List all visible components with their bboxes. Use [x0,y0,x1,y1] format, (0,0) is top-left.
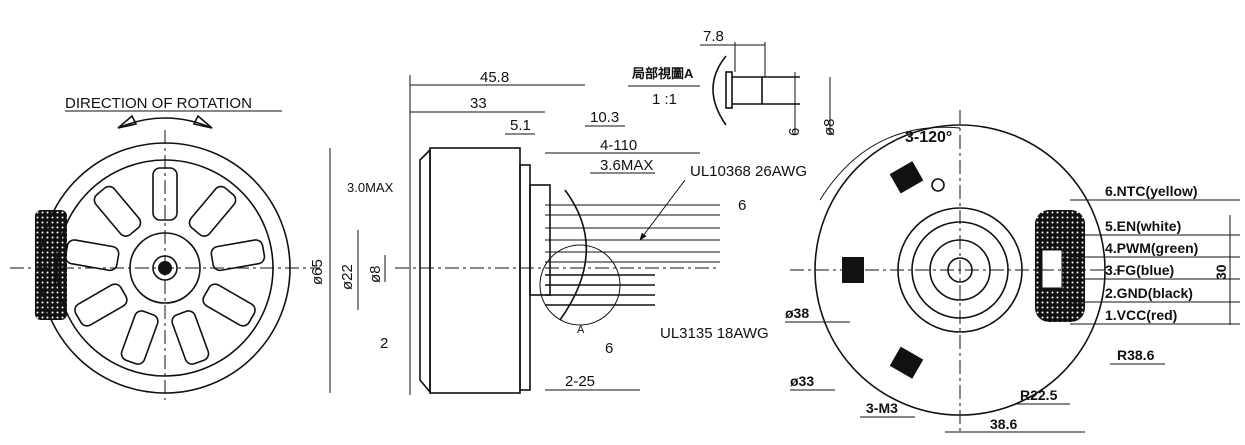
dim-dia8-side: ø8 [367,265,384,283]
dim-dia22: ø22 [339,264,356,290]
dim-3-120: 3-120° [905,129,952,146]
dim-38-6: 38.6 [990,416,1017,432]
pin-label: 3.FG(blue) [1105,262,1174,278]
pin-label: 1.VCC(red) [1105,307,1177,323]
detail-dim-6: 6 [786,128,803,136]
spoke [210,239,266,272]
dim-33: 33 [470,95,487,112]
spoke [171,310,210,365]
dim-dia33: ø33 [790,373,814,389]
rotation-arrow-icon [117,117,213,129]
dim-10-3: 10.3 [590,109,619,126]
rotor-spokes [64,167,266,365]
spoke [188,185,237,237]
front-view: DIRECTION OF ROTATION [10,95,320,400]
dim-3-m3: 3-M3 [866,400,898,416]
detail-marker-a: A [577,324,585,336]
pin-label: 2.GND(black) [1105,285,1193,301]
pin-label: 6.NTC(yellow) [1105,183,1198,199]
rotation-title: DIRECTION OF ROTATION [65,95,252,112]
dim-30: 30 [1213,264,1229,280]
dim-2-25: 2-25 [565,373,595,390]
motor-body [429,147,521,394]
dim-5-1: 5.1 [510,117,531,134]
solder-pad [889,161,924,194]
dim-3-0max: 3.0MAX [347,180,394,195]
detail-title: 局部視圖A [632,66,694,81]
dim-4-110: 4-110 [600,137,637,154]
spoke [202,283,256,327]
detail-dim-dia8: ø8 [821,118,838,136]
dim-r22-5: R22.5 [1020,387,1058,403]
rear-view: 3-120° ø38 ø33 3-M3 R22.5 R38.6 38.6 30 … [785,110,1240,435]
pin-label: 4.PWM(green) [1105,240,1198,256]
pin-labels: 6.NTC(yellow) 5.EN(white) 4.PWM(green) 3.FG… [1070,183,1240,325]
detail-length-dim: 7.8 [703,28,724,45]
solder-pad [889,346,924,379]
spoke [74,283,128,327]
dim-dia38: ø38 [785,305,809,321]
dim-45-8: 45.8 [480,69,509,86]
spoke [120,310,159,365]
spoke [93,185,142,237]
dim-6-top: 6 [738,197,746,214]
side-view: 45.8 33 5.1 10.3 4-110 3.6MAX UL10368 26… [309,69,807,395]
spoke [64,239,120,272]
dim-6-bottom: 6 [605,340,613,357]
dim-3-6max: 3.6MAX [600,157,653,174]
wire-label-signal: UL10368 26AWG [690,163,807,180]
dim-dia65: ø65 [309,259,326,285]
detail-view-a: 局部視圖A 1 :1 7.8 6 ø8 [628,28,838,136]
wire-label-power: UL3135 18AWG [660,325,769,342]
detail-scale: 1 :1 [652,91,677,108]
dim-r38-6: R38.6 [1117,347,1155,363]
pin-label: 5.EN(white) [1105,218,1181,234]
dim-2: 2 [380,335,388,352]
